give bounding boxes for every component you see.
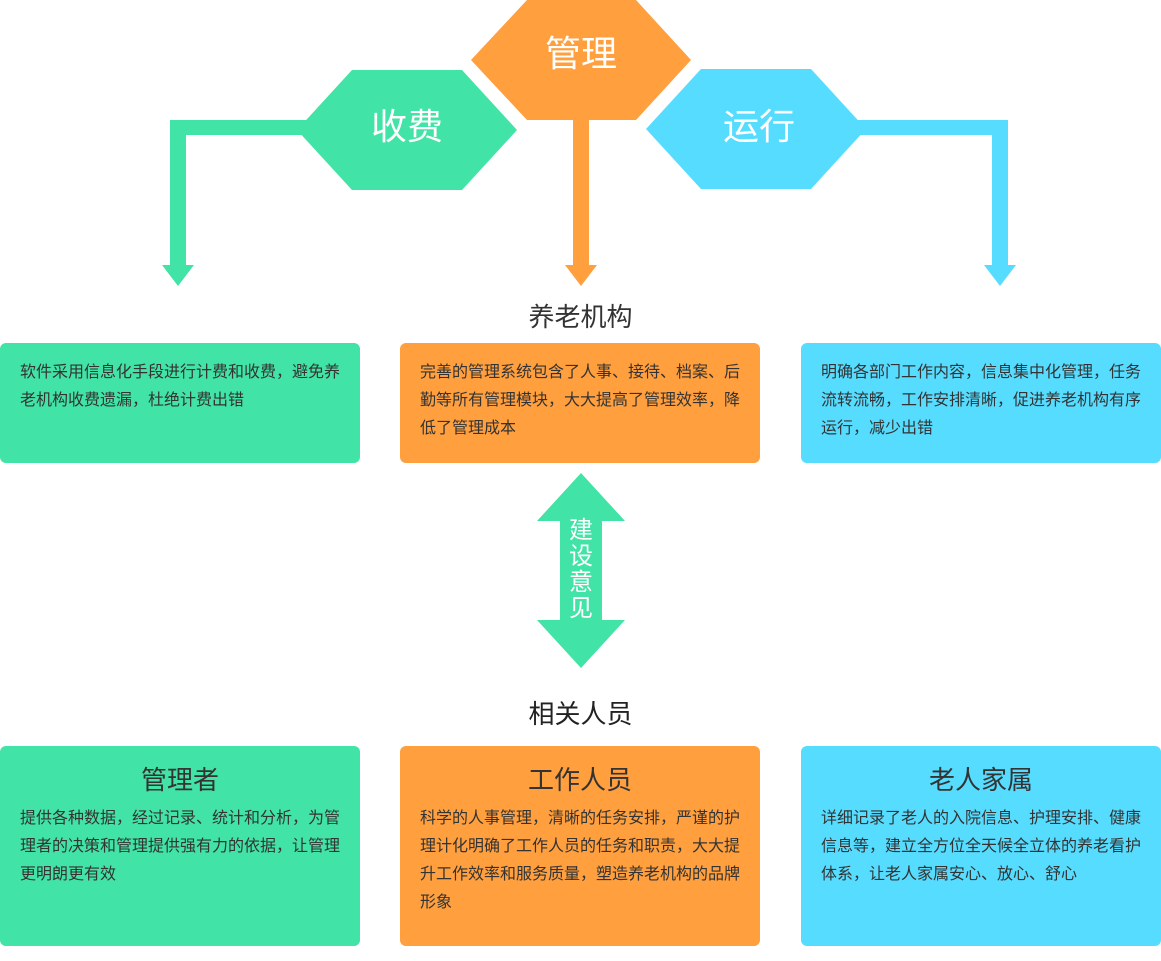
run-text: 明确各部门工作内容，信息集中化管理，任务流转流畅，工作安排清晰，促进养老机构有序… <box>821 362 1142 437</box>
fee-arrow <box>162 120 310 286</box>
family-box: 老人家属 详细记录了老人的入院信息、护理安排、健康信息等，建立全方位全天候全立体… <box>801 746 1161 946</box>
staff-box: 工作人员 科学的人事管理，清晰的任务安排，严谨的护理计化明确了工作人员的任务和职… <box>400 746 760 946</box>
manage-label: 管理 <box>544 34 617 75</box>
institution-title: 养老机构 <box>528 303 633 333</box>
run-hexagon <box>646 69 866 189</box>
fee-box: 软件采用信息化手段进行计费和收费，避免养老机构收费遗漏，杜绝计费出错 <box>0 343 360 463</box>
people-title: 相关人员 <box>528 700 633 730</box>
run-label: 运行 <box>722 107 795 148</box>
staff-title: 工作人员 <box>527 766 632 796</box>
manager-text: 提供各种数据，经过记录、统计和分析，为管理者的决策和管理提供强有力的依据，让管理… <box>20 808 341 883</box>
manage-hexagon <box>471 0 691 120</box>
staff-text: 科学的人事管理，清晰的任务安排，严谨的护理计化明确了工作人员的任务和职责，大大提… <box>420 808 741 911</box>
manager-title: 管理者 <box>140 766 219 796</box>
family-title: 老人家属 <box>928 766 1033 796</box>
manage-arrow <box>565 110 597 286</box>
fee-text: 软件采用信息化手段进行计费和收费，避免养老机构收费遗漏，杜绝计费出错 <box>20 362 341 409</box>
run-box: 明确各部门工作内容，信息集中化管理，任务流转流畅，工作安排清晰，促进养老机构有序… <box>801 343 1161 463</box>
fee-hexagon <box>297 70 517 190</box>
double-arrow <box>537 473 625 668</box>
suggestion-label: 建设意见 <box>569 516 593 622</box>
run-arrow <box>850 120 1016 286</box>
fee-label: 收费 <box>370 107 443 148</box>
family-text: 详细记录了老人的入院信息、护理安排、健康信息等，建立全方位全天候全立体的养老看护… <box>821 808 1142 883</box>
manage-text: 完善的管理系统包含了人事、接待、档案、后勤等所有管理模块，大大提高了管理效率，降… <box>420 362 741 437</box>
manager-box: 管理者 提供各种数据，经过记录、统计和分析，为管理者的决策和管理提供强有力的依据… <box>0 746 360 946</box>
manage-box: 完善的管理系统包含了人事、接待、档案、后勤等所有管理模块，大大提高了管理效率，降… <box>400 343 760 463</box>
